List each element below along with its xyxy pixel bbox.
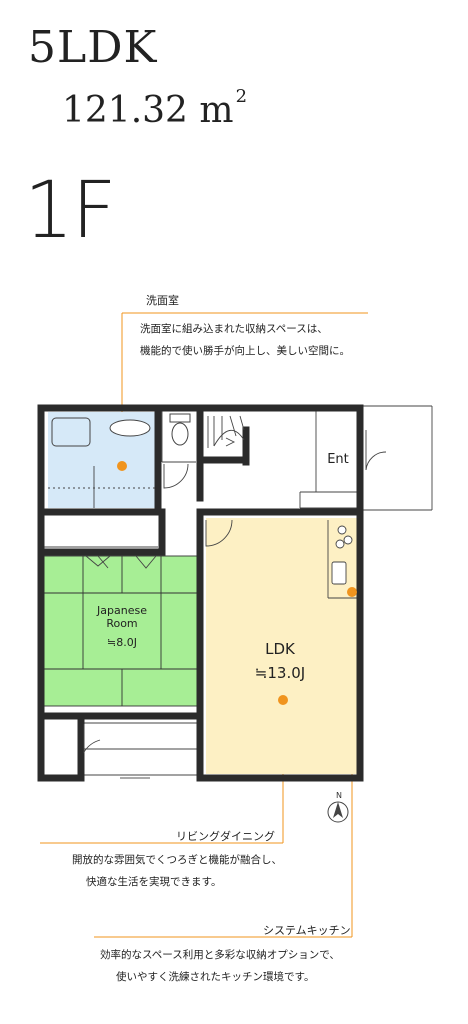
interior-lines <box>44 405 433 776</box>
area-unit: m <box>199 90 234 131</box>
toilet-tank <box>169 413 191 423</box>
compass-north-label: N <box>336 791 342 800</box>
washroom-callout-title: 洗面室 <box>146 294 179 307</box>
stair <box>207 415 245 448</box>
kitchen-stove <box>331 525 353 585</box>
layout-type: 5LDK <box>28 22 158 73</box>
ldk-label: LDK <box>265 640 296 658</box>
kitchen-callout-line2: 使いやすく洗練されたキッチン環境です。 <box>116 971 315 983</box>
walls <box>37 404 364 782</box>
washroom-marker <box>117 461 127 471</box>
living-callout-line1: 開放的な雰囲気でくつろぎと機能が融合し、 <box>72 854 282 866</box>
washroom-callout-body: 洗面室に組み込まれた収納スペースは、 機能的で使い勝手が向上し、美しい空間に。 <box>140 318 350 362</box>
kitchen-callout-line1: 効率的なスペース利用と多彩な収納オプションで、 <box>100 949 340 961</box>
ldk-size: ≒13.0J <box>255 664 305 682</box>
toilet-bowl <box>171 422 189 446</box>
japanese-room-size: ≒8.0J <box>107 636 137 649</box>
compass-icon: N <box>327 791 349 823</box>
floor-label: 1F <box>24 166 116 256</box>
japanese-room-label-line2: Room <box>106 617 137 630</box>
kitchen-callout-title: システムキッチン <box>263 924 351 937</box>
living-callout-body: 開放的な雰囲気でくつろぎと機能が融合し、 快適な生活を実現できます。 <box>72 849 282 893</box>
japanese-room-label-line1: Japanese <box>96 604 147 617</box>
ldk-fill <box>206 518 358 774</box>
bathtub <box>51 417 91 447</box>
kitchen-callout-body: 効率的なスペース利用と多彩な収納オプションで、 使いやすく洗練されたキッチン環境… <box>100 944 340 988</box>
entrance-label: Ent <box>327 452 349 467</box>
doors <box>83 430 387 754</box>
washroom-callout-line2: 機能的で使い勝手が向上し、美しい空間に。 <box>140 345 350 357</box>
area-unit-superscript: 2 <box>235 86 248 107</box>
kitchen-marker <box>347 587 357 597</box>
living-callout-line2: 快適な生活を実現できます。 <box>86 876 222 888</box>
area-value: 121.32 <box>62 90 188 131</box>
living-callout-title: リビングダイニング <box>176 830 275 843</box>
wash-basin <box>109 419 151 437</box>
washroom-callout-line1: 洗面室に組み込まれた収納スペースは、 <box>140 323 328 335</box>
ldk-marker <box>278 695 288 705</box>
